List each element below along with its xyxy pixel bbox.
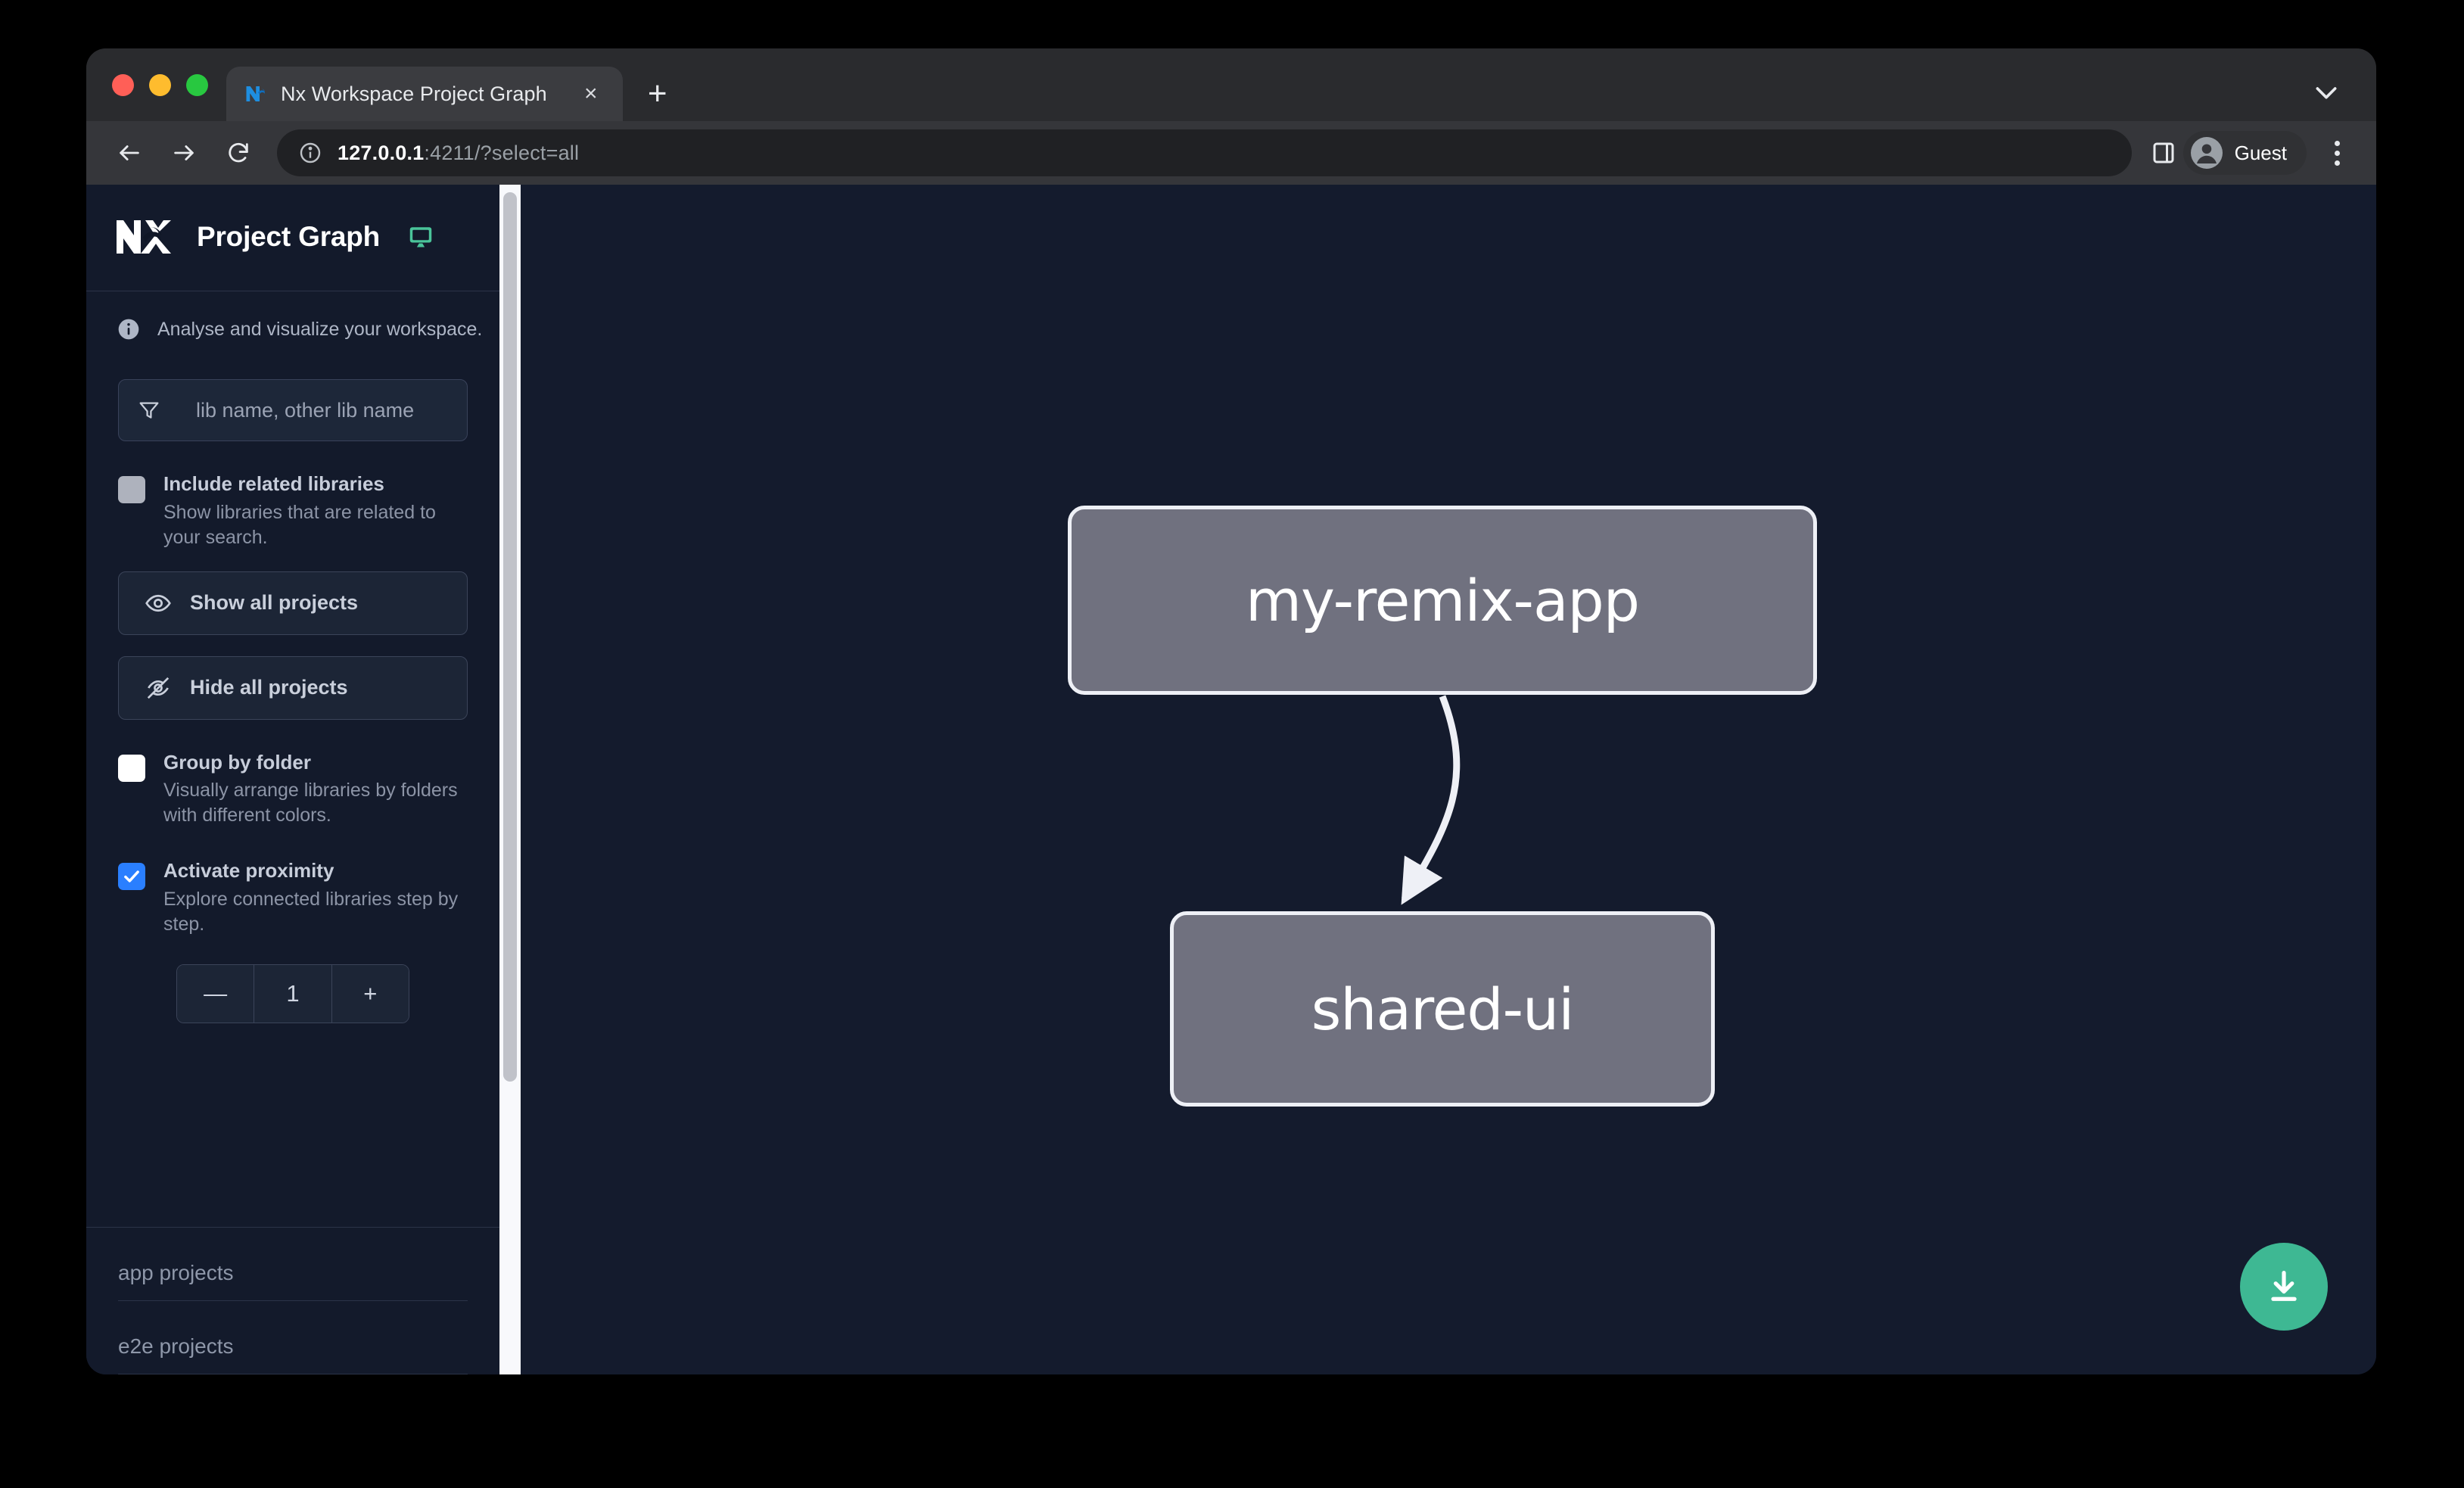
eye-slash-icon — [147, 677, 170, 699]
option-title: Include related libraries — [163, 472, 384, 495]
page-content: Project Graph — [86, 185, 2376, 1374]
groups-divider — [86, 1227, 499, 1228]
url-host: 127.0.0.1 — [338, 141, 425, 164]
address-bar[interactable]: 127.0.0.1:4211/?select=all — [277, 129, 2132, 176]
maximize-window-button[interactable] — [186, 73, 208, 96]
info-icon — [117, 317, 141, 341]
option-activate-proximity[interactable]: Activate proximity Explore connected lib… — [118, 860, 468, 937]
search-input[interactable] — [179, 398, 467, 422]
profile-label: Guest — [2234, 141, 2287, 164]
graph-canvas[interactable]: my-remix-app shared-ui — [521, 185, 2376, 1374]
url-path: :4211/?select=all — [424, 141, 580, 164]
proximity-stepper: — 1 + — [176, 963, 409, 1023]
activate-proximity-checkbox[interactable] — [118, 863, 145, 891]
check-icon — [124, 870, 139, 883]
minimize-window-button[interactable] — [149, 73, 171, 96]
show-all-projects-label: Show all projects — [190, 591, 359, 615]
proximity-decrement-button[interactable]: — — [177, 964, 254, 1023]
nx-logo-icon — [115, 218, 174, 256]
app-tagline-text: Analyse and visualize your workspace. — [157, 318, 483, 340]
graph-node-my-remix-app[interactable]: my-remix-app — [1068, 506, 1817, 695]
sidebar-scrollbar-thumb[interactable] — [503, 192, 517, 1082]
app-tagline: Analyse and visualize your workspace. — [86, 291, 499, 367]
graph-node-label: my-remix-app — [1245, 566, 1640, 634]
project-group-e2e[interactable]: e2e projects — [86, 1301, 499, 1374]
option-description: Explore connected libraries step by step… — [163, 888, 459, 935]
option-description: Visually arrange libraries by folders wi… — [163, 780, 458, 826]
browser-toolbar: 127.0.0.1:4211/?select=all Guest — [86, 121, 2376, 185]
project-groups: app projects e2e projects — [86, 1227, 499, 1374]
include-related-libraries-checkbox[interactable] — [118, 476, 145, 503]
graph-node-label: shared-ui — [1311, 975, 1575, 1043]
app-brand: Project Graph — [86, 185, 499, 291]
new-tab-button[interactable]: + — [647, 75, 667, 112]
hide-all-projects-label: Hide all projects — [190, 676, 348, 699]
filter-field[interactable] — [118, 379, 468, 441]
toolbar-actions: Guest — [2150, 129, 2357, 176]
hide-all-projects-button[interactable]: Hide all projects — [118, 655, 468, 720]
close-window-button[interactable] — [112, 73, 134, 96]
avatar — [2190, 137, 2223, 169]
chevron-down-icon[interactable] — [2311, 77, 2341, 107]
option-title: Activate proximity — [163, 859, 334, 883]
forward-button[interactable] — [160, 129, 207, 176]
option-title: Group by folder — [163, 750, 311, 774]
project-group-label: app projects — [118, 1228, 468, 1301]
project-group-label: e2e projects — [118, 1301, 468, 1374]
close-tab-button[interactable]: × — [583, 81, 598, 106]
sidebar-scrollbar[interactable] — [499, 185, 521, 1374]
option-description: Show libraries that are related to your … — [163, 501, 436, 548]
proximity-value: 1 — [254, 964, 331, 1023]
monitor-icon[interactable] — [407, 223, 434, 251]
page-title: Project Graph — [197, 221, 381, 252]
browser-menu-button[interactable] — [2317, 129, 2357, 176]
eye-icon — [145, 594, 171, 612]
group-by-folder-checkbox[interactable] — [118, 754, 145, 782]
side-panel-icon[interactable] — [2150, 139, 2177, 167]
browser-tab[interactable]: Nx Workspace Project Graph × — [226, 67, 623, 121]
download-graph-button[interactable] — [2240, 1243, 2328, 1331]
download-icon — [2271, 1270, 2297, 1301]
back-button[interactable] — [106, 129, 153, 176]
url-text: 127.0.0.1:4211/?select=all — [338, 142, 579, 165]
sidebar-controls: Include related libraries Show libraries… — [86, 367, 499, 1023]
reload-button[interactable] — [215, 129, 262, 176]
nx-favicon — [244, 82, 267, 105]
profile-button[interactable]: Guest — [2182, 131, 2307, 175]
graph-node-shared-ui[interactable]: shared-ui — [1170, 911, 1715, 1107]
browser-window: Nx Workspace Project Graph × + — [86, 48, 2376, 1374]
graph-edge-my-remix-app-to-shared-ui — [1401, 695, 1461, 905]
filter-icon — [119, 398, 179, 422]
window-controls — [86, 48, 226, 121]
project-group-app[interactable]: app projects — [86, 1228, 499, 1301]
graph-edges — [1401, 695, 1461, 905]
show-all-projects-button[interactable]: Show all projects — [118, 571, 468, 635]
tab-title: Nx Workspace Project Graph — [281, 82, 547, 105]
proximity-increment-button[interactable]: + — [331, 964, 409, 1023]
site-info-icon[interactable] — [298, 141, 322, 165]
tab-strip: Nx Workspace Project Graph × + — [86, 48, 2376, 121]
sidebar: Project Graph — [86, 185, 499, 1374]
option-include-related-libraries[interactable]: Include related libraries Show libraries… — [118, 473, 468, 550]
option-group-by-folder[interactable]: Group by folder Visually arrange librari… — [118, 750, 468, 829]
